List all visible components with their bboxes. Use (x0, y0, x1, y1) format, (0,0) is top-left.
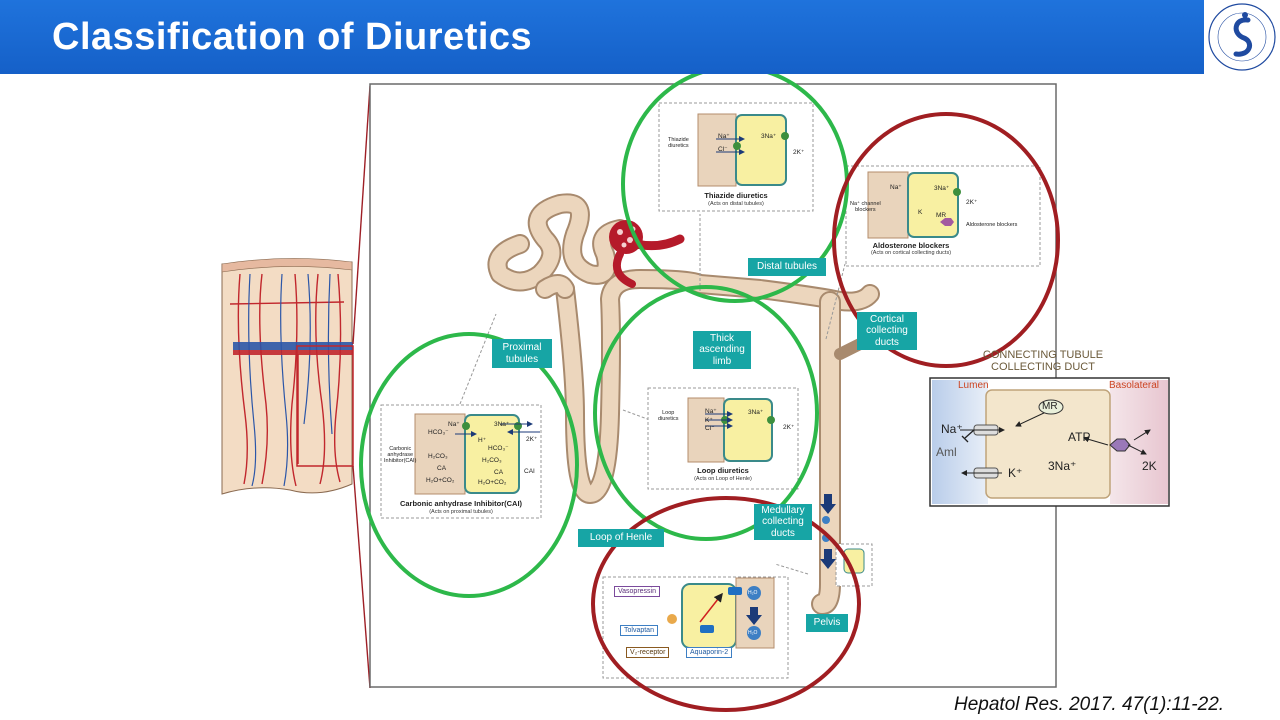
aldo-subcaption: (Acts on cortical collecting ducts) (870, 250, 952, 256)
connecting-tubule-panel (929, 377, 1170, 507)
kidney-section (221, 258, 354, 495)
label-loop-of-henle: Loop of Henle (578, 529, 664, 547)
connecting-aml: Aml (936, 445, 957, 459)
cai-hco3-cell: HCO₃⁻ (488, 445, 509, 452)
aldosterone-panel (845, 165, 1041, 267)
loop-side-label: Loop diuretics (658, 410, 679, 422)
connecting-lumen: Lumen (958, 380, 989, 391)
connecting-k: K⁺ (1008, 466, 1023, 480)
cai-h2o-co2-lumen: H₂O+CO₂ (426, 477, 455, 484)
thiazide-cl: Cl⁻ (718, 146, 728, 153)
loop-diuretics-panel (647, 387, 799, 490)
cai-ca-cell: CA (494, 469, 504, 476)
aquaporin-tag: Aquaporin-2 (686, 647, 733, 658)
cai-hco3: HCO₃⁻ (428, 429, 449, 436)
cai-panel (380, 404, 542, 519)
aldo-side-label: Na⁺ channel blockers (850, 201, 881, 213)
thiazide-caption: Thiazide diuretics (704, 191, 768, 200)
connecting-title: CONNECTING TUBULE COLLECTING DUCT (982, 349, 1104, 373)
cai-na: Na⁺ (448, 421, 460, 428)
title-bar: Classification of Diuretics (0, 0, 1204, 74)
cai-h2o-co2-cell: H₂O+CO₂ (478, 479, 507, 486)
thiazide-two-k: 2K⁺ (793, 149, 805, 156)
label-distal-tubules: Distal tubules (748, 258, 826, 276)
thiazide-side-label: Thiazide diuretics (668, 137, 689, 149)
cai-ca: CA (437, 465, 447, 472)
v2-receptor-tag: V₂-receptor (626, 647, 670, 658)
label-medullary-collecting-ducts: Medullary collecting ducts (754, 504, 812, 540)
page-title: Classification of Diuretics (52, 16, 533, 58)
loop-na: Na⁺ (705, 408, 717, 415)
ring-vasopressin (591, 496, 861, 712)
loop-caption: Loop diuretics (697, 466, 749, 475)
connecting-mr: MR (1042, 401, 1058, 412)
cai-three-na: 3Na⁺ (494, 421, 510, 428)
loop-three-na: 3Na⁺ (748, 409, 764, 416)
nephron-diagram (221, 74, 1170, 712)
label-pelvis: Pelvis (806, 614, 848, 632)
diagram-stage: Proximal tubules Thick ascending limb Di… (0, 74, 1280, 720)
aldo-k: K (918, 209, 923, 216)
vaso-h2o-bottom: H₂O (748, 630, 758, 636)
ring-aldosterone (832, 112, 1060, 368)
thiazide-na: Na⁺ (718, 133, 730, 140)
vaso-h2o-top: H₂O (748, 590, 758, 596)
aldo-caption: Aldosterone blockers (872, 241, 950, 250)
ring-proximal (359, 332, 579, 598)
nephron-tubule (487, 193, 880, 615)
institution-logo (1204, 0, 1280, 74)
cai-h: H⁺ (478, 437, 487, 444)
label-proximal-tubules: Proximal tubules (492, 339, 552, 368)
connecting-atp: ATP (1068, 430, 1091, 444)
connecting-three-na: 3Na⁺ (1048, 459, 1077, 473)
label-cortical-collecting-ducts: Cortical collecting ducts (857, 312, 917, 350)
tolvaptan-tag: Tolvaptan (620, 625, 658, 636)
connecting-na: Na⁺ (941, 422, 963, 436)
thiazide-subcaption: (Acts on distal tubules) (708, 201, 764, 207)
cai-subcaption: (Acts on proximal tubules) (429, 509, 493, 515)
vasopressin-tag: Vasopressin (614, 586, 661, 597)
loop-k: K⁺ (705, 417, 713, 424)
loop-cl: Cl⁻ (705, 425, 715, 432)
aldo-two-k: 2K⁺ (966, 199, 978, 206)
connecting-basolateral: Basolateral (1109, 380, 1160, 391)
cai-inhibitor: CAI (524, 468, 535, 475)
cai-h2co3-cell: H₂CO₃ (482, 457, 502, 464)
aldo-mr: MR (936, 212, 947, 219)
thiazide-three-na: 3Na⁺ (761, 133, 777, 140)
aldo-blocker-label: Aldosterone blockers (966, 222, 1018, 228)
loop-two-k: 2K⁺ (783, 424, 795, 431)
label-thick-ascending-limb: Thick ascending limb (693, 331, 751, 369)
cai-h2co3: H₂CO₃ (428, 453, 448, 460)
aldo-na: Na⁺ (890, 184, 902, 191)
thiazide-panel (658, 102, 814, 212)
vasopressin-panel (602, 576, 789, 679)
cai-side-label: Carbonic anhydrase Inhibitor(CAI) (384, 446, 417, 464)
loop-subcaption: (Acts on Loop of Henle) (694, 476, 752, 482)
ring-loop (593, 285, 819, 541)
cai-caption: Carbonic anhydrase Inhibitor(CAI) (399, 499, 523, 508)
aldo-three-na: 3Na⁺ (934, 185, 950, 192)
cai-two-k: 2K⁺ (526, 436, 538, 443)
connecting-two-k: 2K (1142, 459, 1157, 473)
citation: Hepatol Res. 2017. 47(1):11-22. (954, 694, 1225, 715)
